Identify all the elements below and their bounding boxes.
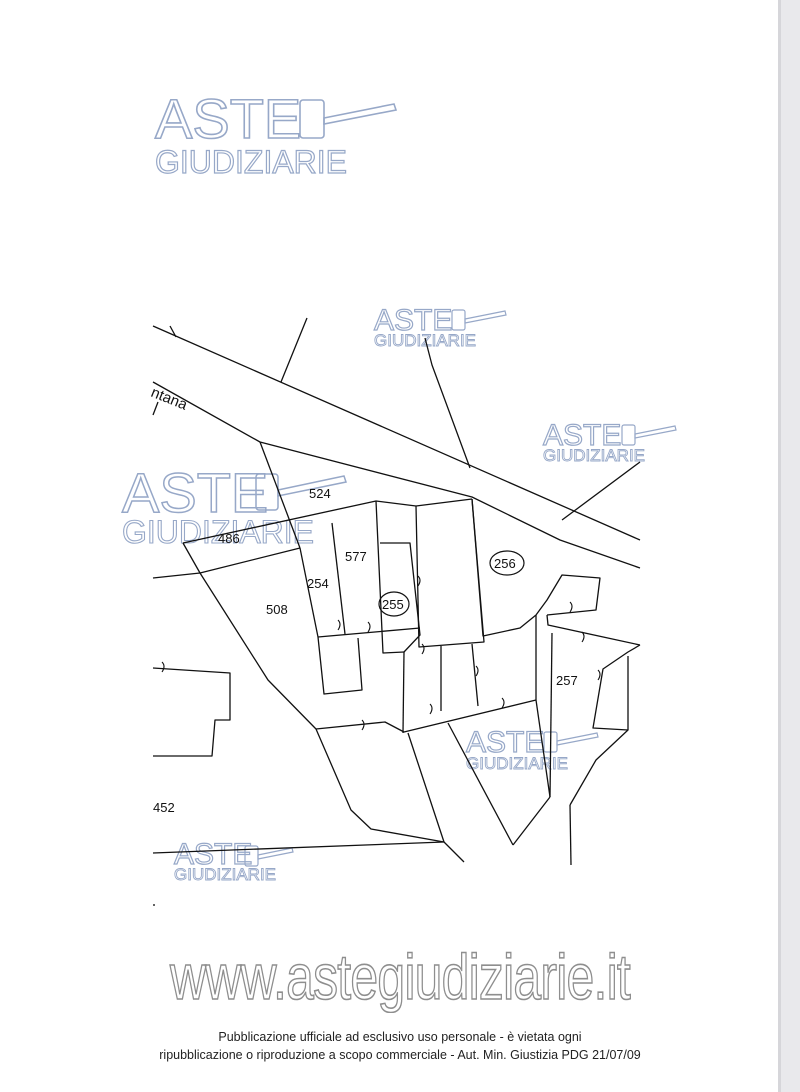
watermark-aste-text: ASTE <box>155 87 301 150</box>
parcel-label-255: 255 <box>382 597 404 612</box>
watermark-logo-top: ASTE GIUDIZIARIE <box>154 86 398 181</box>
parcel-label-452: 452 <box>153 800 175 815</box>
gavel-icon <box>299 99 398 139</box>
gavel-icon <box>543 731 599 753</box>
footer-notice-line-1: Pubblicazione ufficiale ad esclusivo uso… <box>218 1030 582 1044</box>
footer-notice-line-2: ripubblicazione o riproduzione a scopo c… <box>159 1048 641 1062</box>
watermark-logo-small-4: ASTE GIUDIZIARIE <box>173 837 294 884</box>
watermark-logo-small-1: ASTE GIUDIZIARIE <box>373 303 507 350</box>
parcel-label-524: 524 <box>309 486 331 501</box>
watermark-logo-small-2: ASTE GIUDIZIARIE <box>542 418 677 465</box>
watermark-giudiziarie-text: GIUDIZIARIE <box>543 446 645 465</box>
parcel-label-256: 256 <box>494 556 516 571</box>
watermark-giudiziarie-text: GIUDIZIARIE <box>466 754 568 773</box>
watermark-logo-small-3: ASTE GIUDIZIARIE <box>465 725 599 773</box>
road-edge-lower <box>152 381 641 569</box>
parcel-label-508: 508 <box>266 602 288 617</box>
watermark-aste-text: ASTE <box>374 304 452 337</box>
document-page <box>0 0 781 1092</box>
gavel-icon <box>451 309 507 331</box>
gavel-icon <box>244 845 294 867</box>
watermark-aste-text: ASTE <box>122 461 268 524</box>
parcel-label-577: 577 <box>345 549 367 564</box>
parcel-255-circle <box>378 591 410 617</box>
watermark-aste-text: ASTE <box>543 419 621 452</box>
map-lines <box>152 317 641 906</box>
road-edge-upper <box>152 325 641 541</box>
watermark-aste-text: ASTE <box>466 726 544 759</box>
watermark-giudiziarie-text: GIUDIZIARIE <box>155 144 347 180</box>
watermark-giudiziarie-text: GIUDIZIARIE <box>122 514 314 550</box>
parcel-256-circle <box>489 550 525 576</box>
parcel-label-257: 257 <box>556 673 578 688</box>
watermark-giudiziarie-text: GIUDIZIARIE <box>174 865 276 884</box>
gavel-icon <box>255 473 347 511</box>
watermark-logo-large-map: ASTE GIUDIZIARIE <box>121 460 347 551</box>
tie-marks <box>161 575 601 731</box>
parcel-label-486: 486 <box>218 531 240 546</box>
parcel-label-254: 254 <box>307 576 329 591</box>
watermark-aste-text: ASTE <box>174 838 252 871</box>
gavel-icon <box>621 424 677 446</box>
watermark-website: www.astegiudiziarie.it <box>169 940 631 1014</box>
